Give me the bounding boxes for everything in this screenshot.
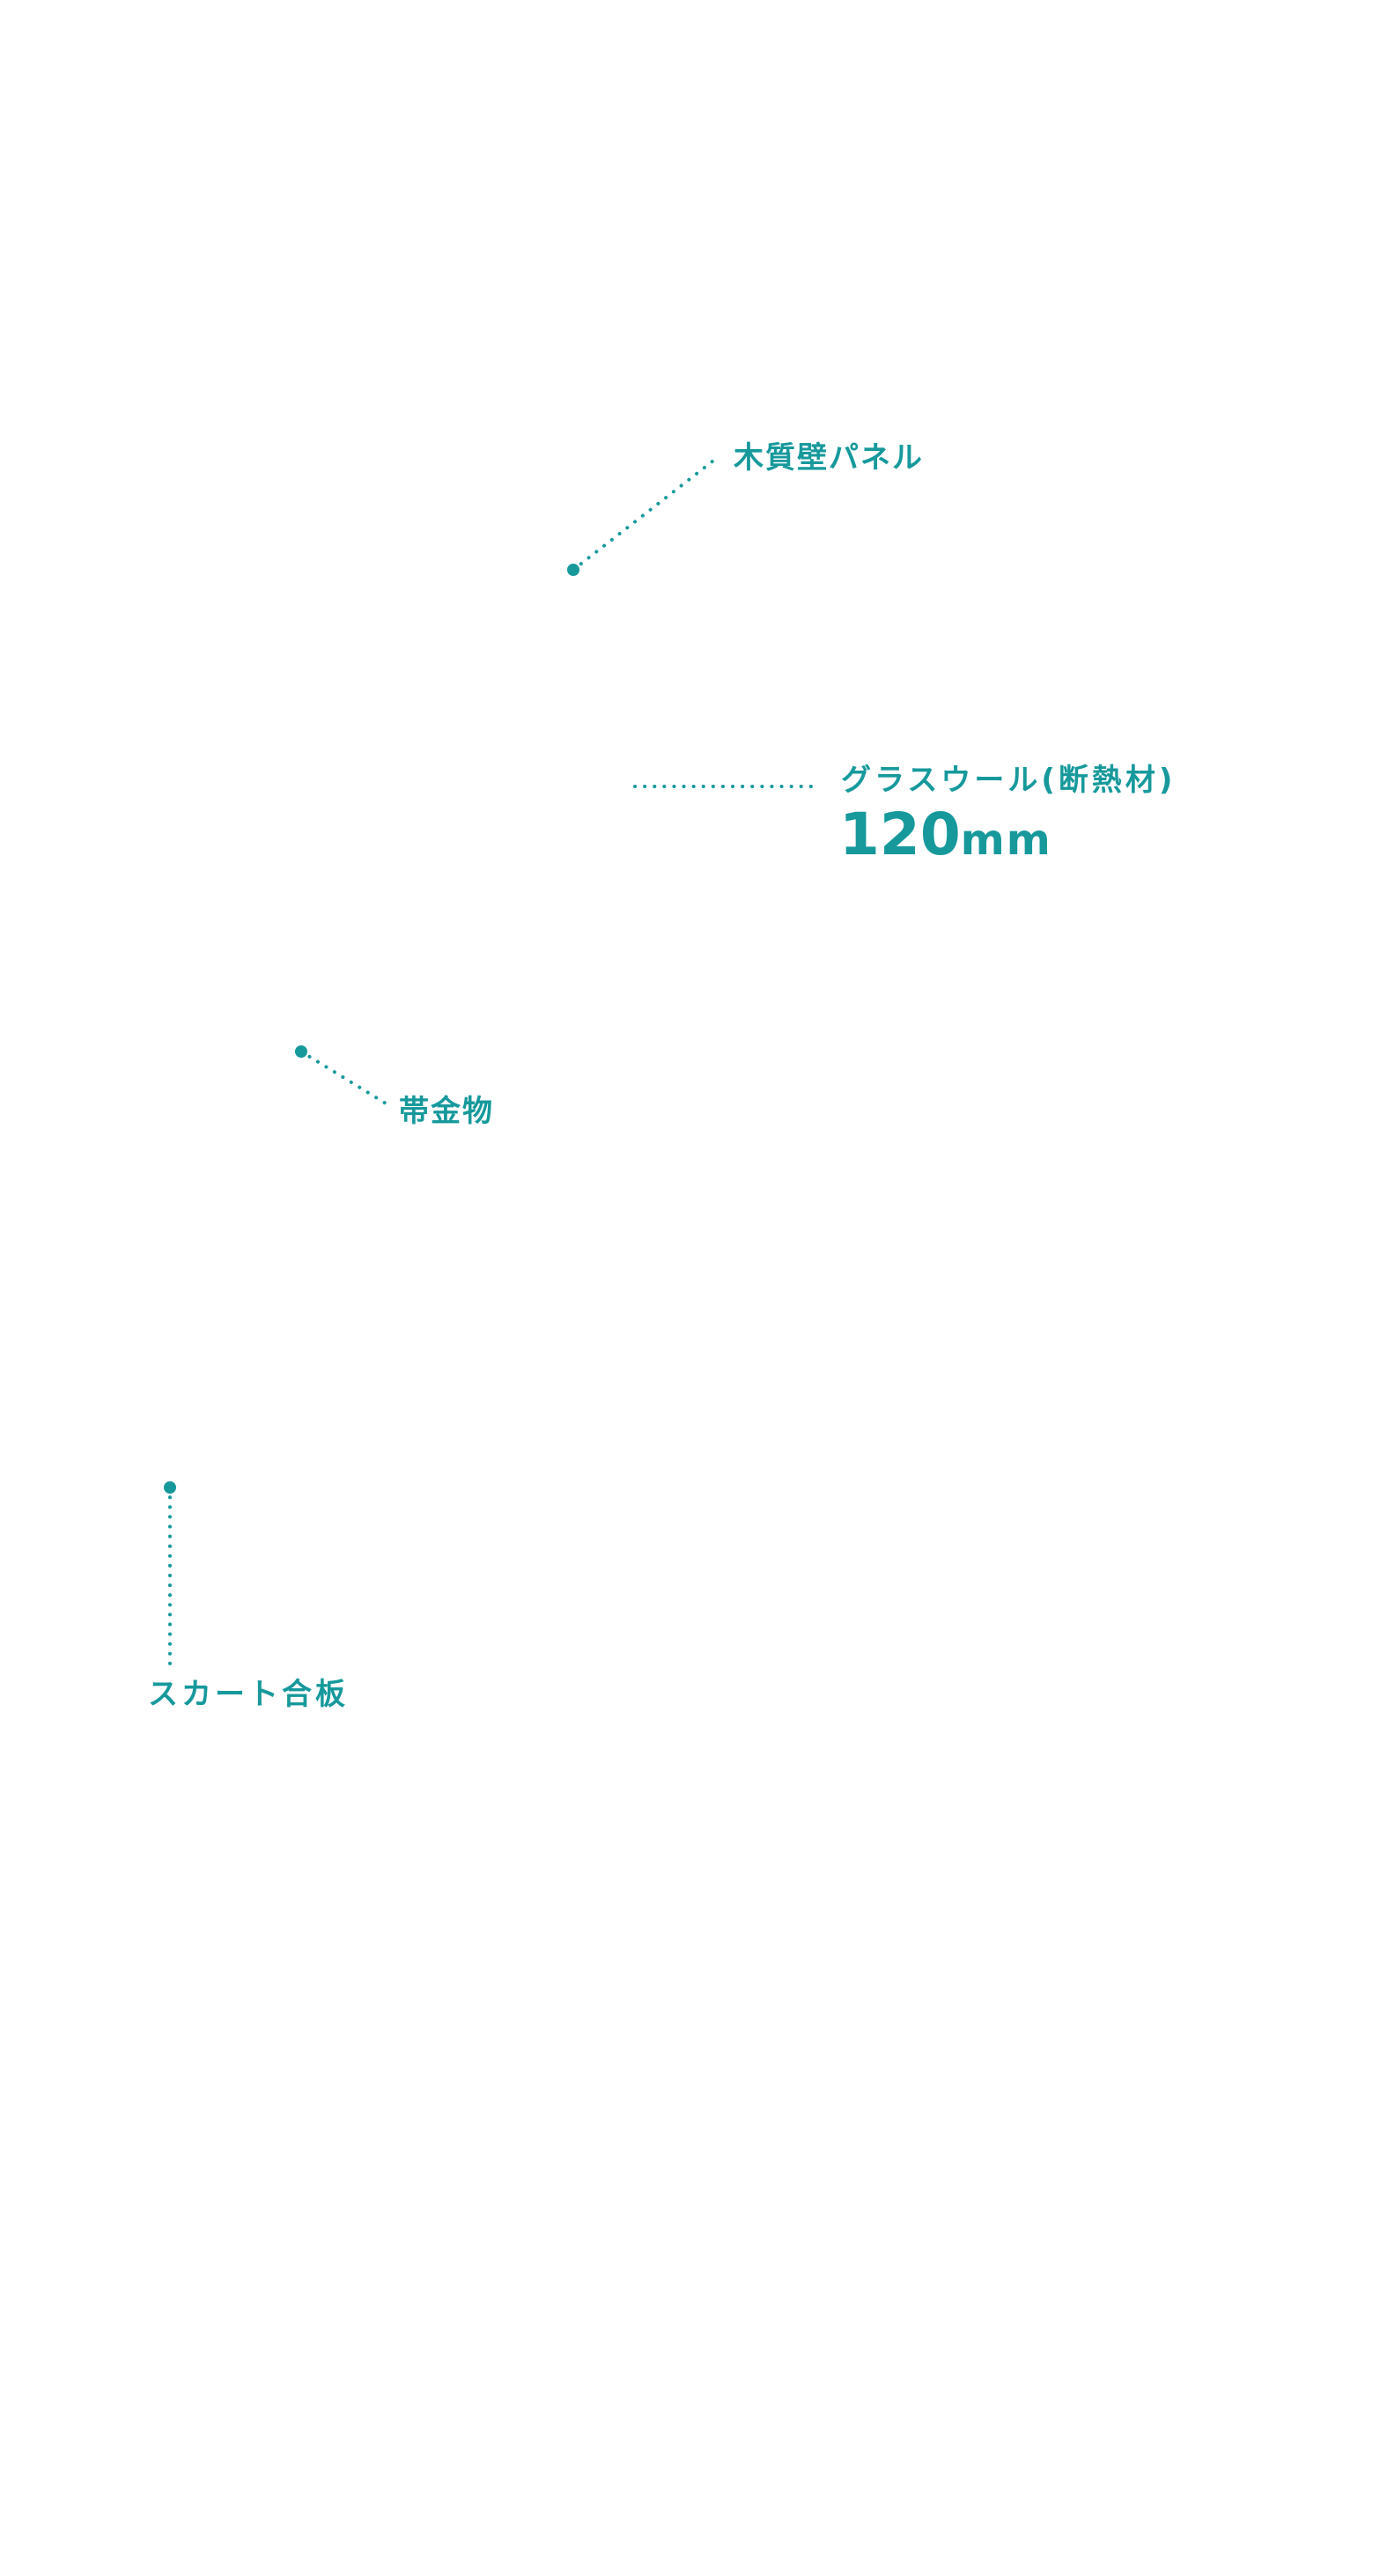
anchor-dot-skirt-plywood bbox=[164, 1481, 176, 1494]
anchor-dot-wood-panel bbox=[567, 564, 579, 576]
leader-wood-panel bbox=[572, 456, 719, 572]
thickness-unit: mm bbox=[960, 816, 1052, 865]
label-glass-wool-thickness: 120mm bbox=[839, 806, 1052, 864]
label-skirt-plywood: スカート合板 bbox=[148, 1677, 349, 1712]
label-band-metal: 帯金物 bbox=[399, 1094, 494, 1129]
thickness-value: 120 bbox=[839, 801, 961, 868]
label-wood-panel: 木質壁パネル bbox=[734, 440, 924, 476]
anchor-dot-band-metal bbox=[295, 1045, 307, 1058]
leader-band-metal bbox=[299, 1050, 392, 1108]
label-glass-wool: グラスウール(断熱材) bbox=[841, 763, 1177, 798]
